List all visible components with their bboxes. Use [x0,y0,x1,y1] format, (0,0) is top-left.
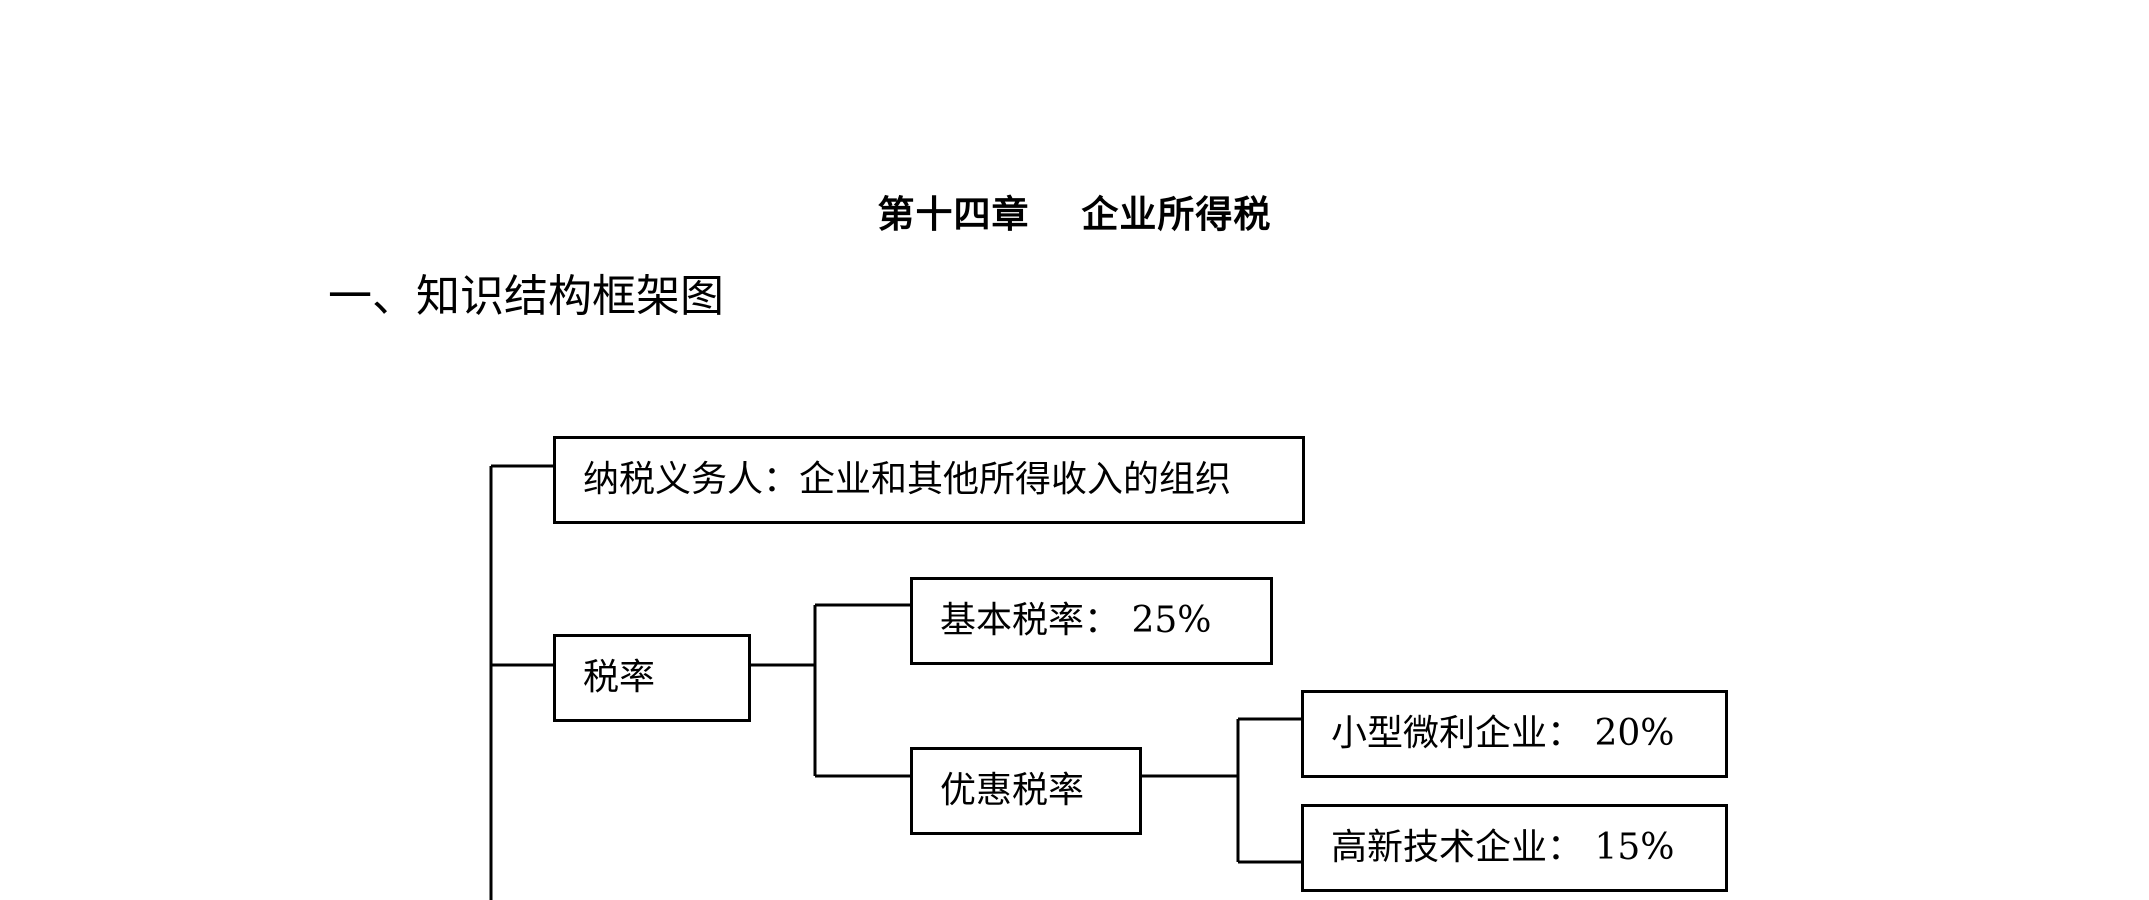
preferential-rate-label: 优惠税率 [940,770,1085,811]
chapter-title: 第十四章 企业所得税 [877,192,1272,236]
taxpayer-box: 纳税义务人：企业和其他所得收入的组织 [553,436,1305,524]
section-heading: 一、知识结构框架图 [328,271,724,322]
tax-rate-box: 税率 [553,634,751,722]
preferential-rate-box: 优惠税率 [910,747,1142,835]
tax-rate-label: 税率 [583,657,656,698]
small-micro-box: 小型微利企业： 20% [1301,690,1728,778]
taxpayer-label: 纳税义务人：企业和其他所得收入的组织 [583,459,1232,500]
small-micro-label: 小型微利企业： 20% [1331,713,1675,754]
basic-rate-box: 基本税率： 25% [910,577,1273,665]
basic-rate-label: 基本税率： 25% [940,600,1212,641]
high-tech-label: 高新技术企业： 15% [1331,827,1675,868]
high-tech-box: 高新技术企业： 15% [1301,804,1728,892]
